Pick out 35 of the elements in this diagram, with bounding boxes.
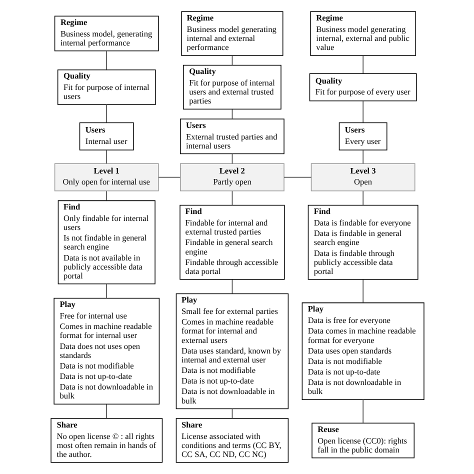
- connector: [231, 190, 232, 206]
- node-box: Find Only findable for internal users Is not findable in general search engine Data is not available in publicly accessible data portal: [57, 200, 155, 284]
- node-box: Quality Fit for purpose of every user: [308, 73, 416, 102]
- connector: [362, 399, 363, 424]
- node-box: Level 2 Partly open: [180, 163, 284, 192]
- node-box: Share License associated with conditions and terms (CC BY, CC SA, CC ND, CC NC): [175, 418, 288, 463]
- node-box: Quality Fit for purpose of internal users and external trusted parties: [182, 64, 281, 110]
- node-box: Reuse Open license (CC0): rights fall in the public domain: [311, 422, 414, 458]
- node-box: Find Data is findable for everyone Data is findable in general search engine Data is findable through publicly accessible data portal: [307, 204, 418, 280]
- node-box: Users Internal user: [78, 122, 134, 150]
- connector: [362, 150, 363, 164]
- connector: [362, 55, 363, 74]
- connector: [231, 153, 232, 164]
- node-box: Users External trusted parties and internal users: [180, 118, 284, 154]
- connector: [283, 176, 312, 178]
- node-box: Quality Fit for purpose of internal users: [56, 69, 156, 105]
- node-box: Share No open license © : all rights most often remain in hands of the author.: [50, 418, 162, 463]
- node-box: Regime Business model generating internal and external performance: [180, 11, 283, 56]
- connector: [158, 176, 180, 178]
- connector: [231, 55, 232, 66]
- node-box: Play Free for internal use Comes in machine readable format for internal user Data does not uses open standards Data is not modifiable Data is not up-to-date Data is not downloadable in bulk: [53, 298, 160, 405]
- node-box: Users Every user: [338, 122, 387, 150]
- connector: [362, 100, 363, 123]
- connector: [231, 408, 232, 419]
- node-box: Regime Business model, generating internal performance: [54, 16, 158, 52]
- connector: [362, 190, 363, 206]
- connector: [362, 279, 363, 304]
- node-box: Level 1 Only open for internal use: [54, 163, 158, 192]
- node-box: Play Data is free for everyone Data comes in machine readable format for everyone Data uses open standards Data is not modifiable Data is not up-to-date Data is not downloadable in bulk: [301, 302, 424, 400]
- connector: [231, 108, 232, 120]
- node-box: Level 3 Open: [310, 163, 415, 192]
- node-box: Regime Business model generating internal, external and public value: [310, 11, 416, 56]
- connector: [231, 279, 232, 294]
- node-box: Play Small fee for external parties Comes in machine readable format for internal and external users Data uses standard, known by internal and external user Data is not modifiable Data is not up-to-date Data is not downloadable in bulk: [175, 293, 288, 410]
- node-box: Find Findable for internal and external trusted parties Findable in general search engine Findable through accessible data portal: [179, 204, 284, 280]
